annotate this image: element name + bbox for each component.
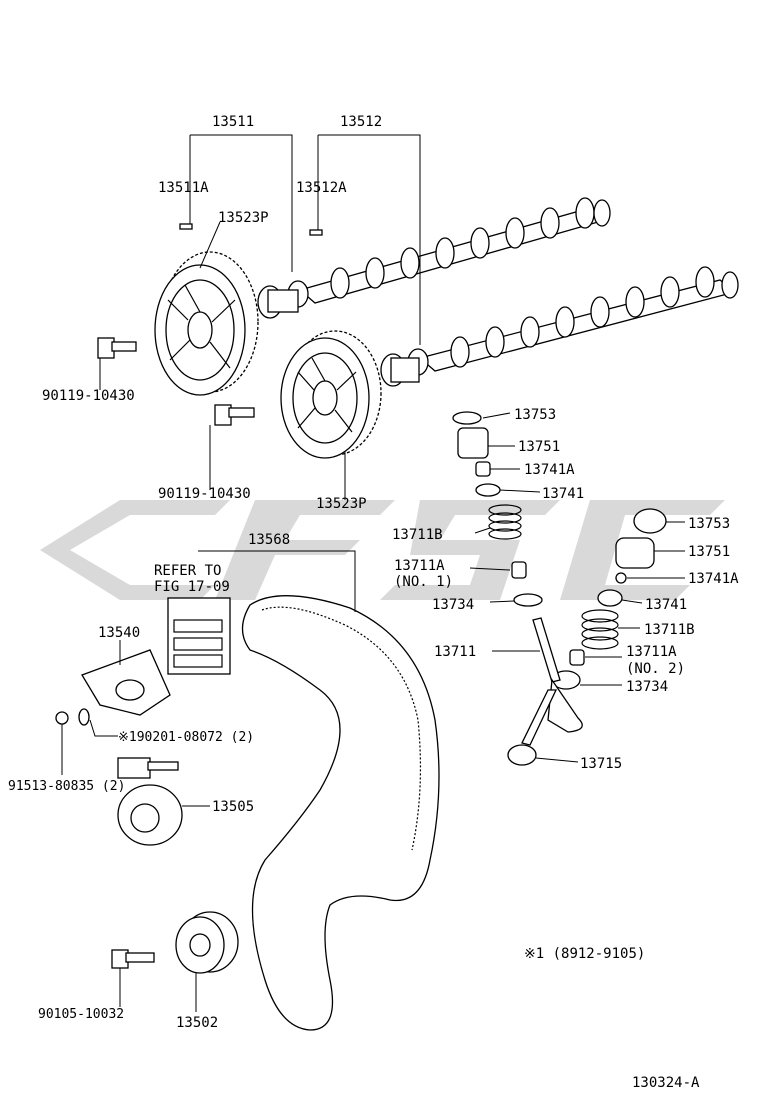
tensioner-bracket-13540 — [81, 649, 171, 716]
keeper-13741a-a — [475, 461, 491, 477]
label-13741-b: 13741 — [645, 597, 687, 613]
label-13751-a: 13751 — [518, 439, 560, 455]
label-13711a-no2: 13711A — [626, 644, 677, 660]
camshaft-13512 — [380, 266, 739, 387]
label-90119-b: 90119-10430 — [158, 486, 251, 502]
lifter-13751-a — [457, 427, 489, 459]
label-190201: ※190201-08072 (2) — [118, 730, 254, 745]
retainer-13741-b — [597, 589, 623, 607]
part-labels: 13511 13512 13511A 13512A 13523P 90119-1… — [8, 114, 739, 1091]
lifter-13751-b — [615, 537, 655, 569]
label-13715: 13715 — [580, 756, 622, 772]
label-91513: 91513-80835 (2) — [8, 779, 125, 794]
keeper-13741a-b — [615, 572, 627, 584]
pin-13511a — [179, 223, 193, 230]
label-13523p-bottom: 13523P — [316, 496, 367, 512]
label-13711a-no1: 13711A — [394, 558, 445, 574]
pin-13512a — [309, 229, 323, 236]
valve-13715 — [507, 689, 558, 766]
shim-13753-b — [633, 508, 667, 534]
label-13505: 13505 — [212, 799, 254, 815]
applicability-note: ※1 (8912-9105) — [524, 946, 645, 962]
label-13512a: 13512A — [296, 180, 347, 196]
washer-91513 — [55, 711, 69, 725]
watermark-logo — [40, 500, 725, 600]
label-13741-a: 13741 — [542, 486, 584, 502]
label-13711b-a: 13711B — [392, 527, 443, 543]
seal-13711a-no2 — [569, 649, 585, 666]
figure-id: 130324-A — [632, 1075, 700, 1091]
label-13540: 13540 — [98, 625, 140, 641]
label-13502: 13502 — [176, 1015, 218, 1031]
refer-to-line1: REFER TO — [154, 563, 221, 579]
bolt-90105 — [111, 949, 155, 969]
cam-pulley-13523p-lower — [280, 330, 382, 459]
timing-belt-13568 — [241, 595, 440, 1031]
label-13751-b: 13751 — [688, 544, 730, 560]
tensioner-pulley-13505 — [117, 757, 183, 846]
bolt-90119-lower — [214, 404, 255, 426]
label-13753-a: 13753 — [514, 407, 556, 423]
bolt-90119-upper — [97, 337, 137, 359]
label-13741a-a: 13741A — [524, 462, 575, 478]
reference-box — [167, 597, 231, 675]
label-13734-b: 13734 — [626, 679, 668, 695]
spacer-190201 — [78, 708, 90, 726]
spring-13711b-b — [581, 609, 619, 650]
retainer-13741-a — [475, 483, 501, 497]
label-13568: 13568 — [248, 532, 290, 548]
idler-pulley-13502 — [175, 911, 239, 974]
shim-13753-a — [452, 411, 482, 425]
valve-13711 — [532, 617, 583, 733]
cam-pulley-13523p-upper — [154, 251, 259, 396]
label-13711b-b: 13711B — [644, 622, 695, 638]
label-13753-b: 13753 — [688, 516, 730, 532]
label-90105: 90105-10032 — [38, 1007, 124, 1022]
label-no1: (NO. 1) — [394, 574, 453, 590]
label-13511: 13511 — [212, 114, 254, 130]
camshaft-13511 — [257, 197, 611, 319]
refer-to-line2: FIG 17-09 — [154, 579, 230, 595]
label-13711: 13711 — [434, 644, 476, 660]
leader-lines — [61, 134, 685, 1012]
label-13511a: 13511A — [158, 180, 209, 196]
label-13741a-b: 13741A — [688, 571, 739, 587]
seat-13734-a — [513, 593, 543, 607]
spring-13711b-a — [488, 504, 522, 540]
label-13523p-top: 13523P — [218, 210, 269, 226]
label-90119-a: 90119-10430 — [42, 388, 135, 404]
label-no2: (NO. 2) — [626, 661, 685, 677]
label-13734-a: 13734 — [432, 597, 474, 613]
label-13512: 13512 — [340, 114, 382, 130]
seal-13711a-no1 — [511, 561, 527, 579]
